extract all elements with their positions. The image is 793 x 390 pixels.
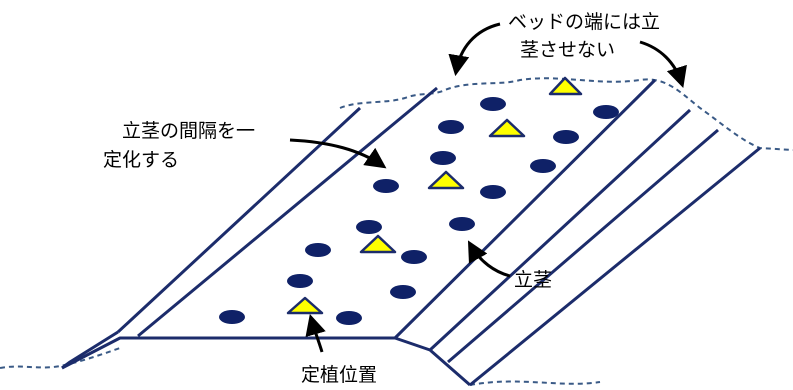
stem-marker xyxy=(287,274,313,288)
stem-markers xyxy=(219,97,619,325)
edge-label-line2: 茎させない xyxy=(520,39,615,61)
stem-marker xyxy=(373,179,399,193)
stem-marker xyxy=(356,220,382,234)
ground-line-bottom-right xyxy=(469,380,601,386)
annotation-arrows xyxy=(289,22,687,353)
planting-marker xyxy=(427,170,465,190)
stem-marker xyxy=(430,151,456,165)
stem-marker xyxy=(401,250,427,264)
planting-markers xyxy=(286,76,583,315)
planting-marker xyxy=(359,234,397,254)
planting-marker xyxy=(286,296,324,315)
planting-marker xyxy=(548,76,583,96)
bed-outline xyxy=(61,78,761,387)
edge-label-line1: ベッドの端には立 xyxy=(508,11,660,33)
stem-marker xyxy=(480,97,506,111)
stem-marker xyxy=(530,159,556,173)
stem-marker xyxy=(219,310,245,324)
stem-marker xyxy=(449,217,475,231)
stem-marker xyxy=(390,285,416,299)
spacing-label-line2: 定化する xyxy=(103,149,179,171)
stem-marker xyxy=(336,311,362,325)
ground-line-top xyxy=(339,77,793,151)
arrow-planting xyxy=(305,313,326,353)
stem-marker xyxy=(480,185,506,199)
ground-line-bottom-left xyxy=(0,347,121,369)
planting-label: 定植位置 xyxy=(301,364,377,386)
stem-marker xyxy=(593,105,619,119)
spacing-label-line1: 立茎の間隔を一 xyxy=(122,120,255,142)
arrow-edge-right xyxy=(639,40,687,89)
stem-marker xyxy=(553,130,579,144)
stem-label: 立茎 xyxy=(514,269,552,291)
stem-marker xyxy=(305,243,331,257)
stem-marker xyxy=(438,120,464,134)
arrow-edge-left xyxy=(448,22,501,77)
arrow-spacing xyxy=(289,138,387,169)
arrow-stem xyxy=(467,240,511,278)
planting-marker xyxy=(488,118,526,138)
